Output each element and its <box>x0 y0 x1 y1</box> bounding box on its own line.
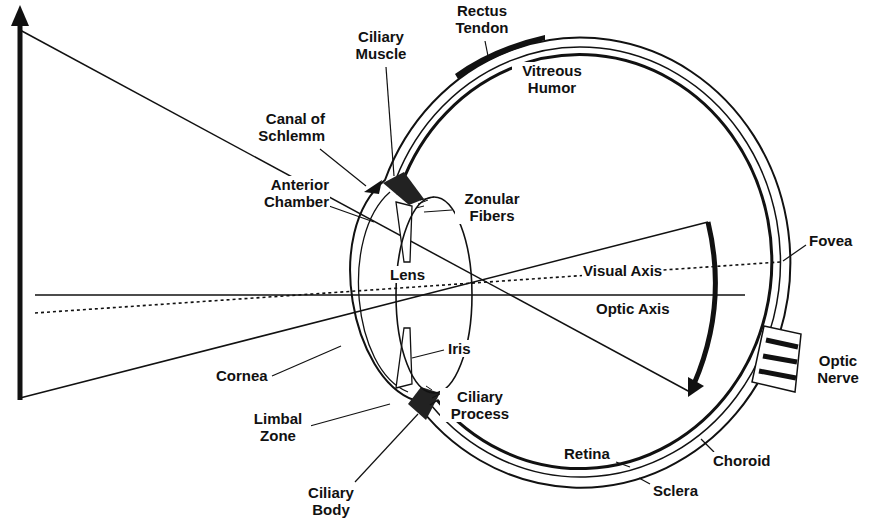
optic-axis-line <box>35 294 745 295</box>
part-label: Sclera <box>652 482 699 499</box>
light-ray <box>20 222 708 398</box>
part-label: Optic Nerve <box>805 352 871 386</box>
light-ray <box>20 30 690 392</box>
zonular-fibers <box>416 197 440 398</box>
retinal-image <box>694 222 715 384</box>
iris <box>396 328 412 388</box>
part-label: Limbal Zone <box>245 410 311 444</box>
part-label: Zonular Fibers <box>455 190 529 224</box>
object-arrow <box>18 22 23 400</box>
part-label: Canal of Schlemm <box>244 110 326 144</box>
optic-nerve <box>752 326 801 392</box>
part-label: Choroid <box>712 452 772 469</box>
part-label: Cornea <box>215 367 269 384</box>
ciliary-body <box>408 387 440 420</box>
part-label: Retina <box>563 445 611 462</box>
part-label: Lens <box>389 266 426 283</box>
part-label: Fovea <box>808 232 853 249</box>
part-label: Ciliary Body <box>298 484 364 518</box>
part-label: Ciliary Muscle <box>344 28 418 62</box>
lens <box>396 197 472 393</box>
retina-layer <box>398 55 772 469</box>
ciliary-muscle <box>383 172 424 205</box>
object-arrowhead <box>11 5 29 26</box>
part-label: Optic Axis <box>595 300 671 317</box>
retinal-image-arrowhead <box>688 377 704 397</box>
iris <box>396 202 412 262</box>
part-label: Anterior Chamber <box>248 176 330 210</box>
optic-nerve-fibers <box>759 340 798 378</box>
part-label: Vitreous Humor <box>512 62 592 96</box>
part-label: Iris <box>447 340 472 357</box>
part-label: Visual Axis <box>582 262 663 279</box>
part-label: Rectus Tendon <box>447 2 517 36</box>
choroid-layer <box>392 47 780 477</box>
sclera-outline <box>350 38 790 488</box>
leader-lines <box>272 41 806 484</box>
canal-of-schlemm <box>364 180 382 194</box>
part-label: Ciliary Process <box>440 388 520 422</box>
